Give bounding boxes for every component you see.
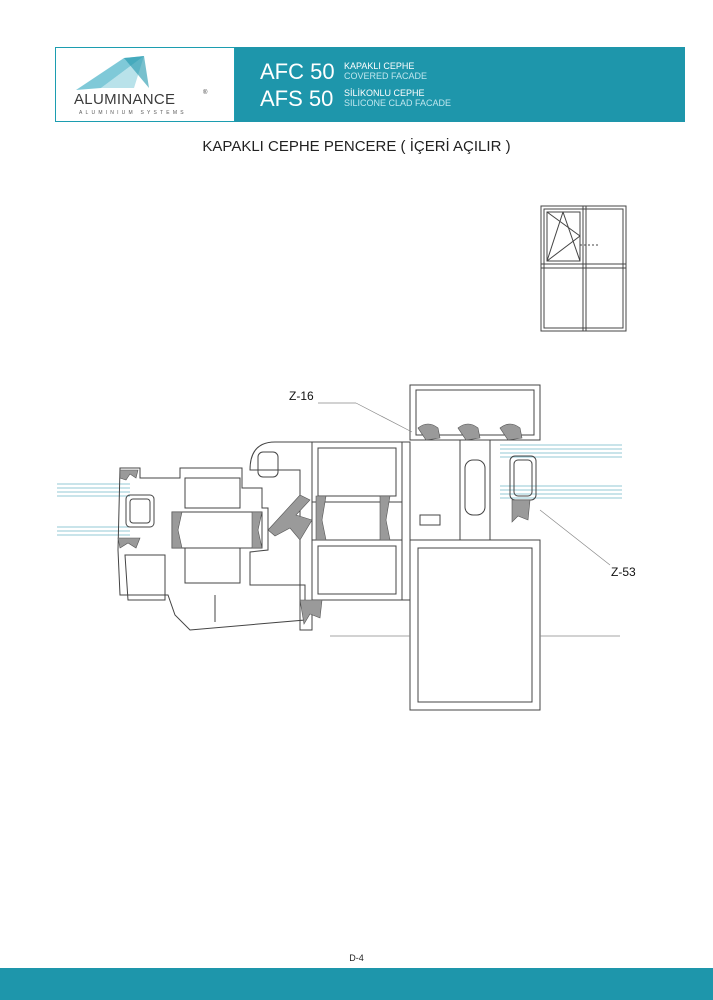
brand-triangle-icon bbox=[76, 56, 149, 90]
page-title: KAPAKLI CEPHE PENCERE ( İÇERİ AÇILIR ) bbox=[202, 138, 511, 155]
brand-logo: ALUMINANCE ® ALUMINIUM SYSTEMS bbox=[55, 47, 235, 122]
gaskets bbox=[117, 423, 531, 625]
product-desc-en-afs: SILICONE CLAD FACADE bbox=[344, 98, 452, 108]
product-code-afc: AFC 50 bbox=[260, 59, 335, 84]
sash-profile bbox=[117, 467, 306, 631]
product-desc-en-afc: COVERED FACADE bbox=[344, 71, 428, 81]
label-z16: Z-16 bbox=[289, 389, 314, 403]
label-z53: Z-53 bbox=[611, 565, 636, 579]
header-band: AFC 50 KAPAKLI CEPHE COVERED FACADE AFS … bbox=[235, 47, 685, 122]
footer-band bbox=[0, 968, 713, 1000]
page-number: D-4 bbox=[349, 953, 364, 963]
brand-name: ALUMINANCE bbox=[74, 91, 176, 108]
frame-profile bbox=[249, 441, 411, 631]
registered-mark: ® bbox=[203, 90, 208, 96]
glass-right bbox=[500, 444, 622, 499]
product-desc-tr-afc: KAPAKLI CEPHE bbox=[344, 61, 415, 71]
brand-subtitle: ALUMINIUM SYSTEMS bbox=[79, 110, 187, 116]
product-code-afs: AFS 50 bbox=[260, 86, 334, 111]
product-desc-tr-afs: SİLİKONLU CEPHE bbox=[344, 88, 425, 98]
glass-left bbox=[57, 483, 130, 536]
window-elevation-thumbnail bbox=[540, 205, 627, 332]
